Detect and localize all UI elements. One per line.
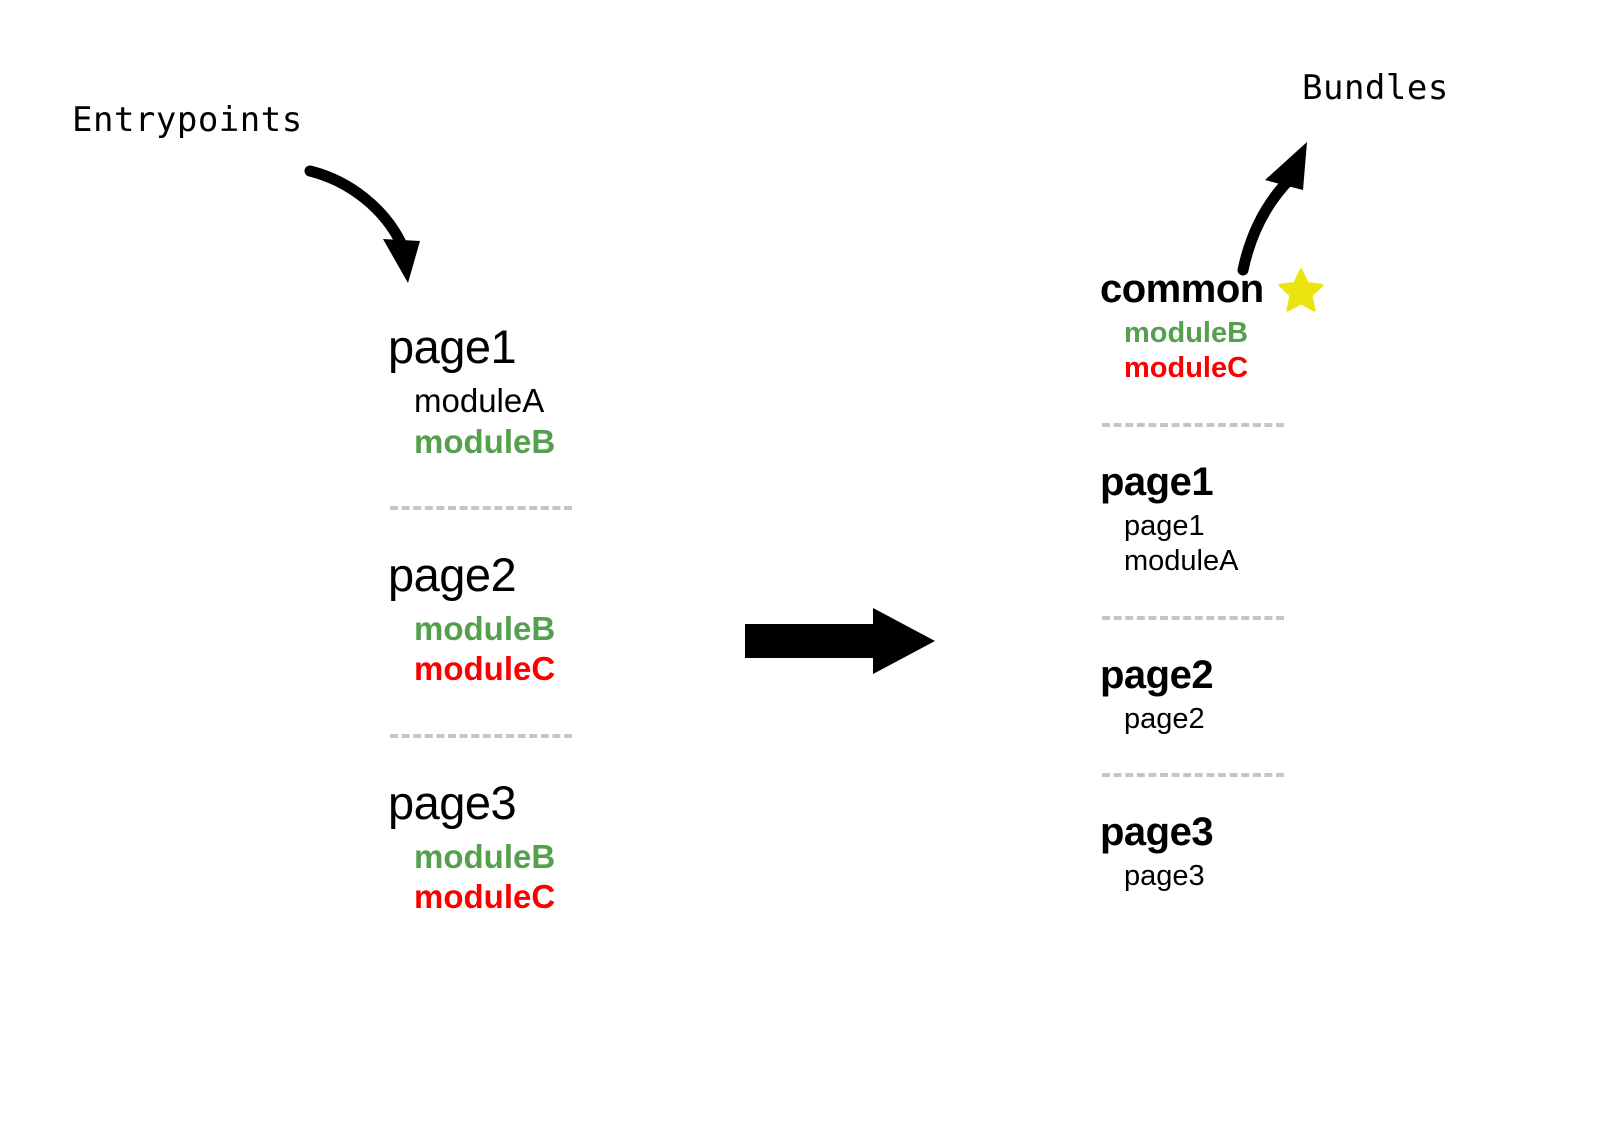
curved-arrow-down-right-icon	[304, 165, 420, 283]
bundle-divider-2	[1102, 615, 1284, 620]
module-item: moduleC	[1124, 352, 1249, 385]
bundle-page2-modules: page2	[1100, 702, 1430, 737]
bundle-page1-modules: page1 moduleA	[1100, 509, 1430, 580]
bundle-page3-title: page3	[1100, 809, 1214, 854]
module-item: moduleB	[1124, 317, 1249, 349]
bundle-group-page1: page1 page1 moduleA	[1100, 461, 1430, 580]
bundle-page1-title: page1	[1100, 459, 1214, 504]
module-item: moduleC	[414, 878, 556, 916]
entrypoint-group-page3: page3 moduleB moduleC	[388, 775, 708, 918]
module-item: page1	[1124, 509, 1205, 542]
module-item: moduleA	[1124, 545, 1239, 578]
entrypoint-page1-modules: moduleA moduleB	[388, 381, 708, 462]
bundle-divider-1	[1102, 422, 1284, 427]
module-item: moduleB	[414, 838, 556, 876]
entrypoints-label: Entrypoints	[72, 100, 303, 140]
bundle-divider-3	[1102, 772, 1284, 777]
bundle-group-page2: page2 page2	[1100, 654, 1430, 737]
bundle-common-title: common	[1100, 267, 1264, 311]
bundle-common-title-row: common	[1100, 268, 1430, 316]
module-item: moduleA	[414, 382, 545, 420]
entrypoint-divider-1	[390, 505, 572, 510]
entrypoint-page2-title: page2	[388, 547, 517, 601]
curved-arrow-up-right-icon	[1237, 142, 1307, 276]
module-item: moduleC	[414, 650, 556, 688]
entrypoint-page3-title: page3	[388, 775, 517, 829]
bundles-label: Bundles	[1302, 68, 1449, 108]
entrypoints-column: page1 moduleA moduleB page2 moduleB modu…	[388, 322, 708, 918]
block-arrow-right-icon	[745, 608, 935, 674]
bundle-common-modules: moduleB moduleC	[1100, 316, 1430, 387]
module-item: moduleB	[414, 422, 556, 460]
bundle-group-page3: page3 page3	[1100, 811, 1430, 894]
bundles-column: common moduleB moduleC page1 page1 modul…	[1100, 268, 1430, 894]
bundle-group-common: common moduleB moduleC	[1100, 268, 1430, 387]
entrypoint-divider-2	[390, 733, 572, 738]
entrypoint-group-page2: page2 moduleB moduleC	[388, 547, 708, 690]
bundle-page2-title: page2	[1100, 652, 1214, 697]
module-item: page2	[1124, 702, 1205, 735]
star-icon	[1278, 267, 1324, 313]
entrypoint-page1-title: page1	[388, 320, 517, 373]
module-item: moduleB	[414, 610, 556, 648]
bundle-page3-modules: page3	[1100, 859, 1430, 894]
module-item: page3	[1124, 859, 1205, 892]
entrypoint-page3-modules: moduleB moduleC	[388, 837, 708, 918]
entrypoint-page2-modules: moduleB moduleC	[388, 609, 708, 690]
entrypoint-group-page1: page1 moduleA moduleB	[388, 322, 708, 462]
